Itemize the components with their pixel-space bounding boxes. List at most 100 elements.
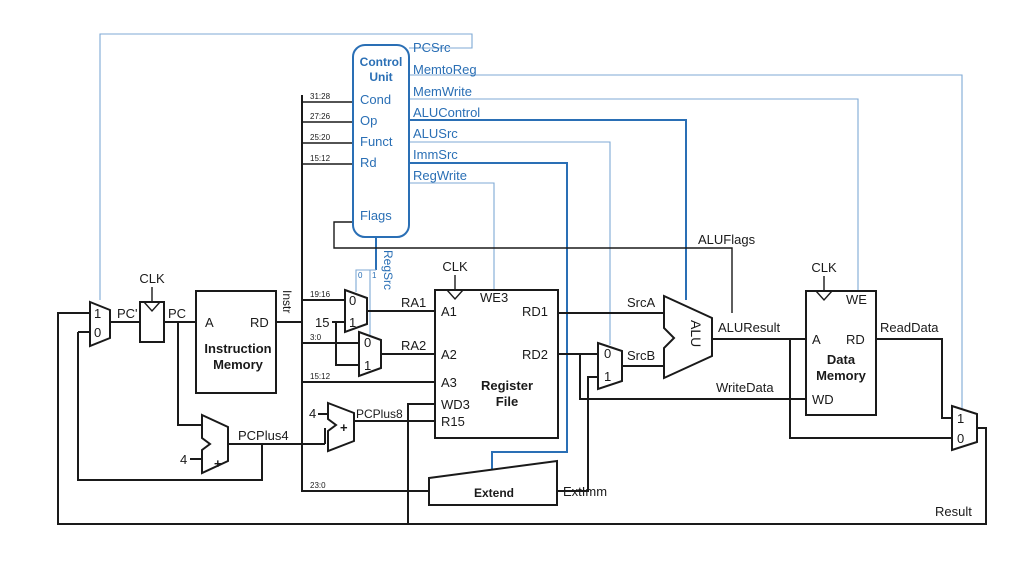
control-unit-title-1: Control [360,55,403,69]
ra1-label: RA1 [401,295,426,310]
pcplus4-label: PCPlus4 [238,428,289,443]
cu-output-immsrc: ImmSrc [413,147,458,162]
srcb-mux-input-1: 1 [604,369,611,384]
dm-clk-label: CLK [811,260,837,275]
regsrc-bit1-label: 1 [372,271,377,280]
cu-output-alusrc: ALUSrc [413,126,458,141]
dmem-port-we: WE [846,292,867,307]
alu [663,294,713,380]
extend-unit [428,459,558,506]
srca-label: SrcA [627,295,656,310]
pc-register [139,301,165,343]
srcb-mux [597,341,623,391]
ra2-label: RA2 [401,338,426,353]
ra1-mux-input-1: 1 [349,315,356,330]
instr-bits-15-12-cu: 15:12 [310,154,331,163]
cu-output-regwrite: RegWrite [413,168,467,183]
instr-bits-19-16: 19:16 [310,290,331,299]
rf-port-a1: A1 [441,304,457,319]
cu-input-cond: Cond [360,92,391,107]
result-mux-input-1: 1 [957,411,964,426]
pc8-adder-four: 4 [309,406,316,421]
cu-input-op: Op [360,113,377,128]
ra1-mux [344,288,368,334]
instruction-memory [195,290,277,394]
extend-title: Extend [474,486,514,500]
imem-title-1: Instruction [204,341,271,356]
ra2-mux [358,330,382,378]
imem-title-2: Memory [213,357,264,372]
rf-port-r15: R15 [441,414,465,429]
alu-title: ALU [688,320,704,347]
register-file-clock-mark [446,289,464,301]
rf-port-wd3: WD3 [441,397,470,412]
instr-bits-31-28: 31:28 [310,92,331,101]
cu-input-rd: Rd [360,155,377,170]
pc-mux-input-0: 0 [94,325,101,340]
pc-plus4-adder-symbol: + [214,456,222,471]
instr-bits-3-0: 3:0 [310,333,322,342]
aluflags-label: ALUFlags [698,232,756,247]
fifteen-label: 15 [315,315,329,330]
pc-label: PC [168,306,186,321]
control-unit-title-2: Unit [369,70,392,84]
pc-plus8-adder [327,401,355,453]
readdata-label: ReadData [880,320,939,335]
dmem-title-2: Memory [816,368,867,383]
srcb-mux-input-0: 0 [604,346,611,361]
rf-port-rd2: RD2 [522,347,548,362]
pc-register-clock-mark [143,301,161,313]
data-memory [805,290,877,416]
dmem-port-wd: WD [812,392,834,407]
result-mux [951,404,978,452]
cu-input-funct: Funct [360,134,393,149]
writedata-label: WriteData [716,380,774,395]
rf-port-a2: A2 [441,347,457,362]
extimm-label: ExtImm [563,484,607,499]
rf-title-1: Register [481,378,533,393]
rf-port-a3: A3 [441,375,457,390]
regsrc-bit0-label: 0 [358,271,363,280]
ra2-mux-input-0: 0 [364,335,371,350]
regsrc-bit1-wire [369,269,376,335]
instr-bits-15-12-a3: 15:12 [310,372,331,381]
instr-bits-27-26: 27:26 [310,112,331,121]
rf-port-we3: WE3 [480,290,508,305]
ra2-mux-input-1: 1 [364,358,371,373]
cu-output-regsrc: RegSrc [381,250,395,290]
pc-plus8-adder-symbol: + [340,420,348,435]
instr-field-taps [302,101,359,165]
dmem-title-1: Data [827,352,856,367]
control-unit [352,44,410,238]
regsrc-bit0-wire [355,269,376,292]
pcplus8-label: PCPlus8 [356,407,403,421]
control-thin-wires [99,33,963,410]
pc-plus4-adder [201,413,229,475]
dmem-port-rd: RD [846,332,865,347]
result-mux-input-0: 0 [957,431,964,446]
rf-title-2: File [496,394,518,409]
instr-bits-23-0: 23:0 [310,481,326,490]
control-thick-wires [375,119,687,469]
ra1-mux-input-0: 0 [349,293,356,308]
instr-label: Instr [280,290,294,313]
rf-clk-label: CLK [442,259,468,274]
result-label: Result [935,504,972,519]
dmem-port-a: A [812,332,821,347]
instr-bits-25-20: 25:20 [310,133,331,142]
cu-output-alucontrol: ALUControl [413,105,480,120]
datapath-wires [57,95,987,525]
rf-port-rd1: RD1 [522,304,548,319]
imem-port-a: A [205,315,214,330]
cu-output-memwrite: MemWrite [413,84,472,99]
pc-mux-input-1: 1 [94,306,101,321]
register-file [434,289,559,439]
aluresult-label: ALUResult [718,320,781,335]
data-memory-clock-mark [815,290,833,302]
imem-port-rd: RD [250,315,269,330]
pc-clk-label: CLK [139,271,165,286]
cu-input-flags: Flags [360,208,392,223]
cu-output-pcsrc: PCSrc [413,40,451,55]
pc-prime-label: PC' [117,306,138,321]
